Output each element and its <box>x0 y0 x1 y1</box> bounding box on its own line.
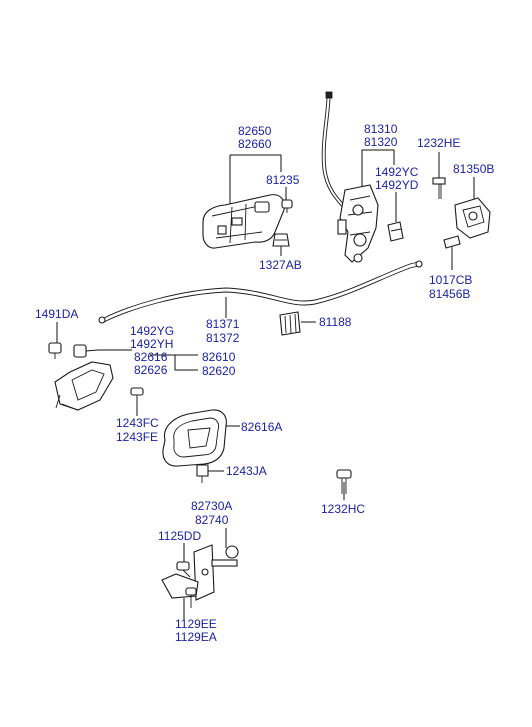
label-1129EA: 1129EA <box>175 630 217 644</box>
leader-82610 <box>150 354 198 371</box>
label-81310: 81310 <box>364 122 398 136</box>
label-81188: 81188 <box>319 315 352 329</box>
rod-cable-top <box>321 91 349 211</box>
label-81320: 81320 <box>364 135 398 149</box>
screw-1243FC <box>130 387 144 410</box>
label-82650: 82650 <box>238 124 272 138</box>
label-1243JA: 1243JA <box>226 464 267 478</box>
leader-82650 <box>229 154 282 208</box>
label-1129EE: 1129EE <box>175 617 217 631</box>
screw-1492YC <box>387 221 404 242</box>
door-latch-81310 <box>337 184 379 263</box>
screw-1243JA <box>196 464 209 483</box>
door-checker-82730A <box>161 544 239 601</box>
label-82730A: 82730A <box>191 499 232 513</box>
bolt-1125DD <box>176 561 191 578</box>
leader-lines <box>56 149 475 620</box>
label-1327AB: 1327AB <box>259 258 302 272</box>
label-81350B: 81350B <box>453 162 494 176</box>
inside-handle-82616A <box>162 409 227 467</box>
label-81371: 81371 <box>206 317 240 331</box>
clip-81188 <box>279 311 301 336</box>
label-1491DA: 1491DA <box>35 307 78 321</box>
bolt-1129EE <box>185 587 197 608</box>
bolt-1232HE <box>432 177 446 199</box>
label-1125DD: 1125DD <box>158 529 201 543</box>
cable-81371 <box>98 260 423 324</box>
outside-handle-82650 <box>202 194 285 249</box>
screw-1491DA <box>48 342 62 359</box>
part-labels: 82650 82660 81235 1327AB 81310 81320 123… <box>35 122 494 644</box>
label-82616: 82616 <box>134 350 168 364</box>
clip-1492YG <box>73 344 99 358</box>
striker-81350B <box>454 197 491 239</box>
leader-81310 <box>361 149 395 190</box>
label-1492YH: 1492YH <box>130 337 173 351</box>
screw-1017CB <box>443 235 461 262</box>
label-1017CB: 1017CB <box>429 273 472 287</box>
label-82620: 82620 <box>202 364 236 378</box>
label-81456B: 81456B <box>429 287 470 301</box>
label-81235: 81235 <box>266 173 300 187</box>
label-82740: 82740 <box>195 513 229 527</box>
label-82660: 82660 <box>238 137 272 151</box>
label-1243FC: 1243FC <box>116 416 159 430</box>
label-1243FE: 1243FE <box>116 430 158 444</box>
clip-1327AB <box>272 233 290 247</box>
screw-81235 <box>281 199 293 213</box>
label-1492YG: 1492YG <box>130 324 174 338</box>
label-82626: 82626 <box>134 363 168 377</box>
label-82616A: 82616A <box>241 420 282 434</box>
label-1492YD: 1492YD <box>375 178 419 192</box>
inside-handle-bracket-82610 <box>54 361 114 411</box>
label-1492YC: 1492YC <box>375 165 419 179</box>
bolt-1232HC <box>336 469 352 494</box>
label-82610: 82610 <box>202 350 236 364</box>
label-1232HE: 1232HE <box>417 136 460 150</box>
label-81372: 81372 <box>206 331 240 345</box>
label-1232HC: 1232HC <box>321 502 365 516</box>
